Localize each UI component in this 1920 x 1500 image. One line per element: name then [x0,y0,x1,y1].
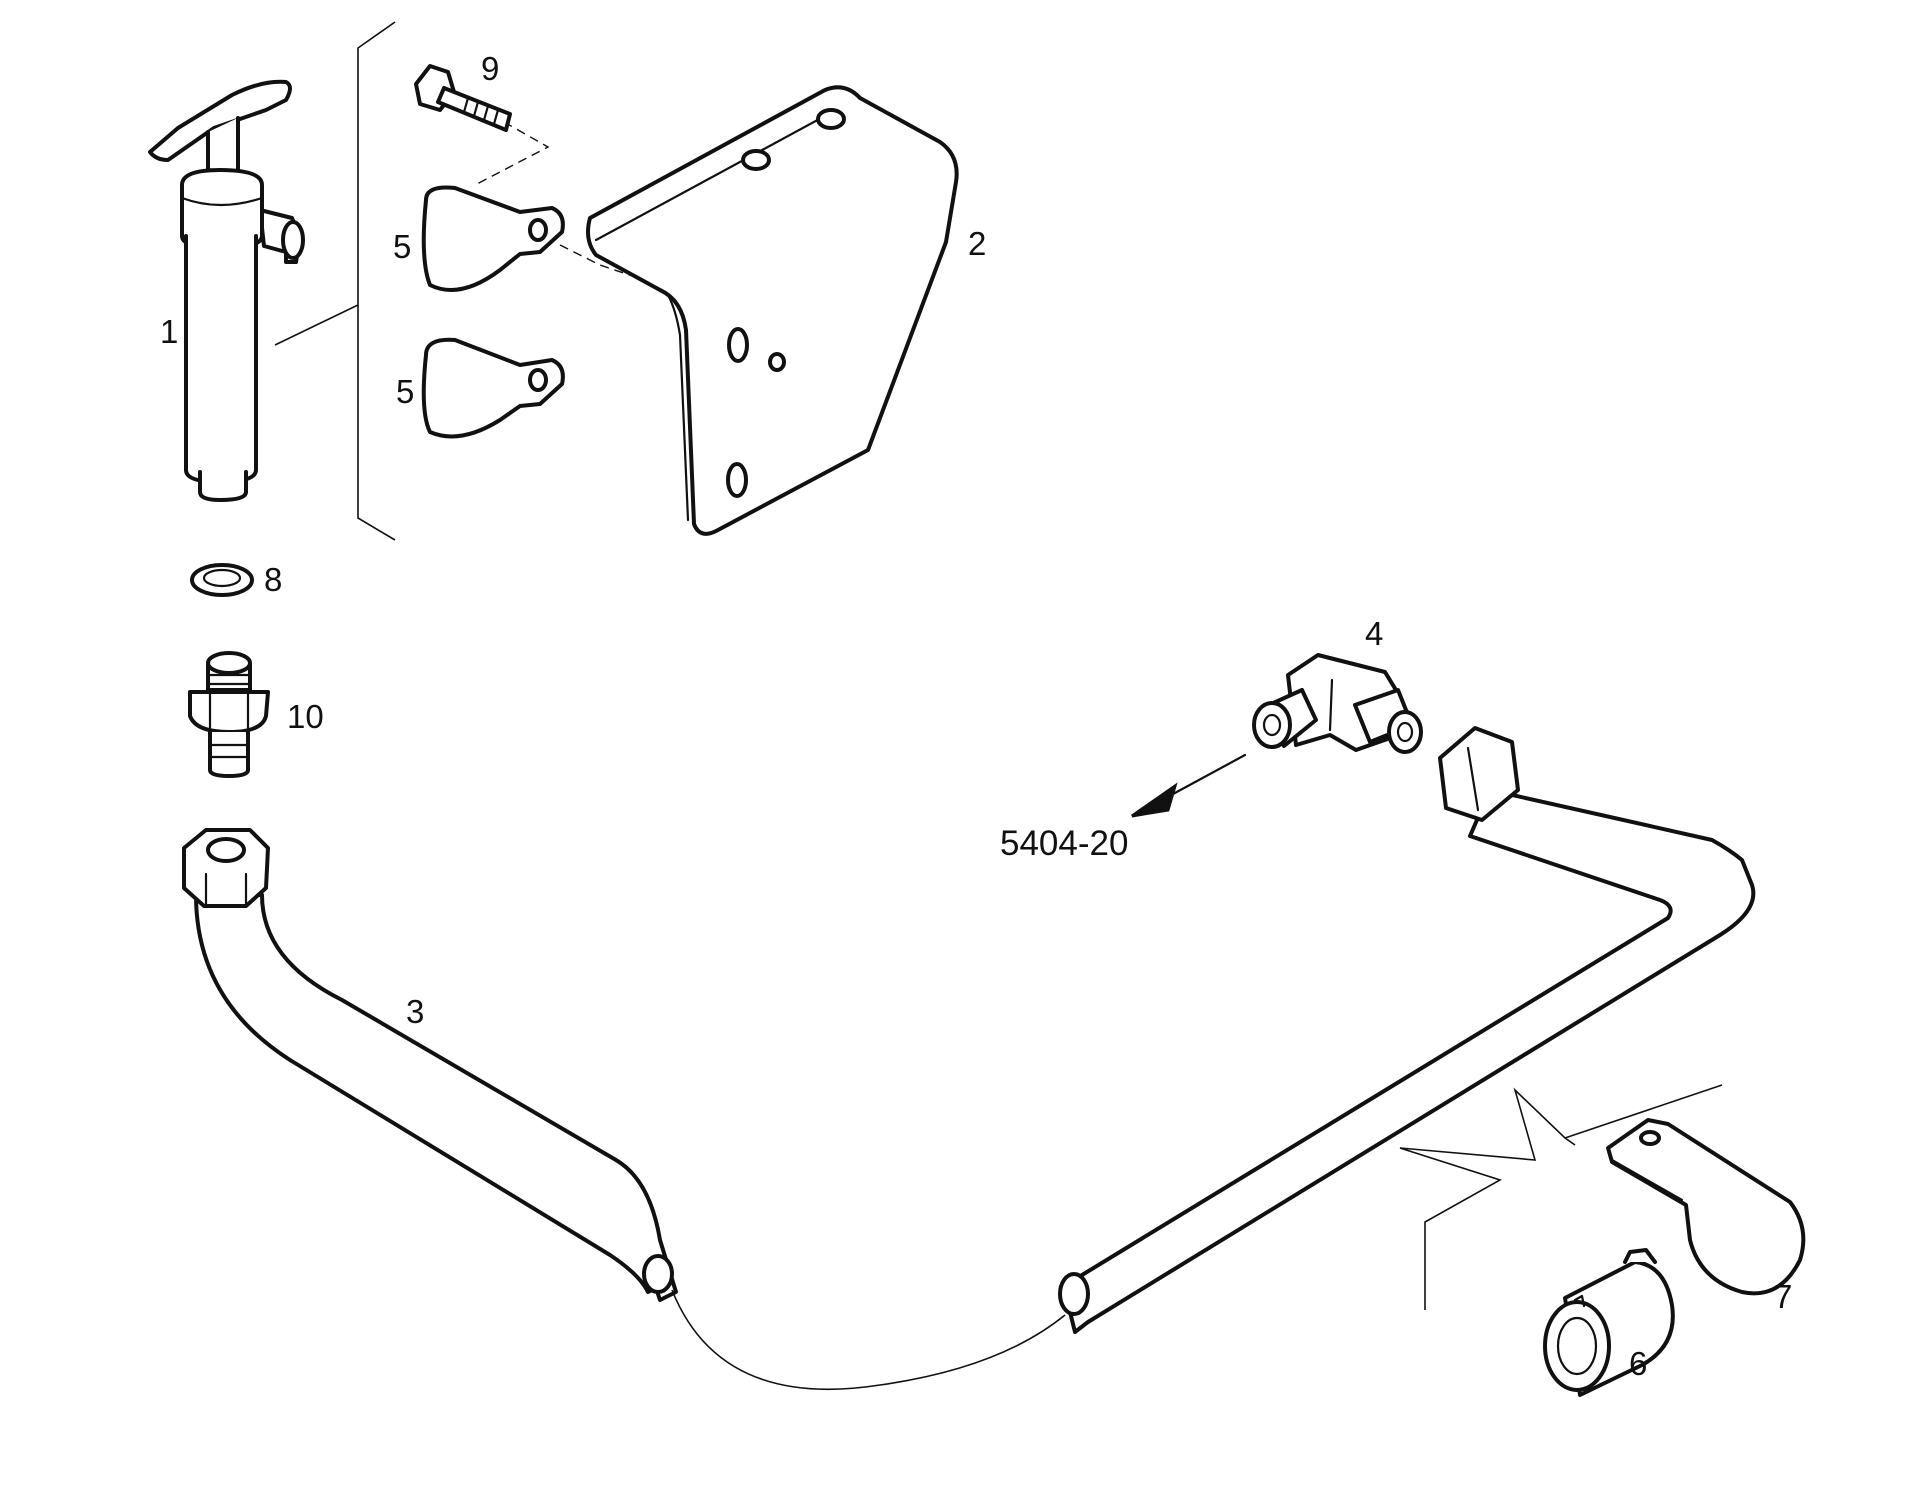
callout-2: 2 [968,225,986,262]
hand-pump-part [148,79,305,502]
callout-labels: 1 2 3 4 5 5 6 7 8 9 10 5404-20 [160,50,1792,1382]
nipple-fitting-part [188,651,270,778]
callout-9: 9 [481,50,499,87]
left-pipe-part [182,828,678,1302]
right-pipe-part [1058,726,1756,1334]
pipe-continuation-curve [671,1289,1066,1391]
upper-group-bracket [274,21,396,541]
callout-3: 3 [406,993,424,1030]
callout-10: 10 [287,698,324,735]
callout-5-upper: 5 [393,228,411,265]
callout-4: 4 [1365,615,1383,652]
rubber-bush-part [1543,1248,1675,1397]
callout-6: 6 [1629,1345,1647,1382]
callout-5-lower: 5 [396,373,414,410]
callout-8: 8 [264,561,282,598]
callout-1: 1 [160,313,178,350]
pipe-clamp-lower-part [421,337,565,439]
mounting-bracket-part [586,85,959,536]
p-clip-part [1606,1118,1806,1296]
elbow-union-part [1252,653,1423,754]
callout-7: 7 [1774,1278,1792,1315]
reference-arrow [1131,753,1247,818]
pipe-clamp-upper-part [421,185,565,292]
reference-code: 5404-20 [1000,824,1128,863]
bolt-part [414,64,512,132]
lower-group-bracket [1399,1084,1723,1310]
seal-ring-part [190,563,254,597]
